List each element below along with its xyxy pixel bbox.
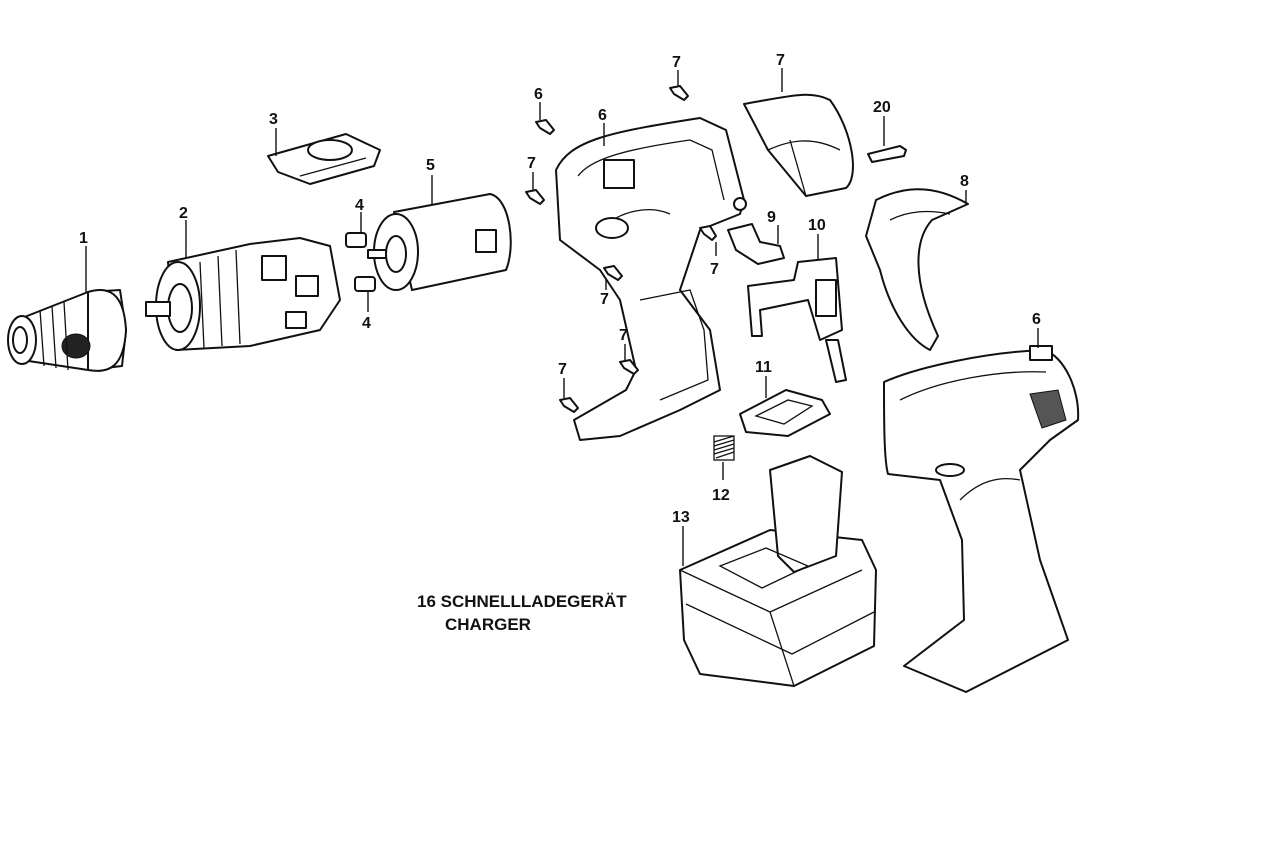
part-rear-insert-drawing xyxy=(865,188,969,351)
callout-7f: 7 xyxy=(619,327,628,344)
charger-label-line1: 16 SCHNELLLADEGERÄT xyxy=(417,592,627,611)
part-screw-7b-drawing xyxy=(669,70,689,101)
callout-1: 1 xyxy=(79,230,88,247)
part-screw-7f-drawing xyxy=(619,344,639,375)
part-screw-7a-drawing xyxy=(535,102,555,135)
callout-3: 3 xyxy=(269,111,278,128)
part-top-cover-drawing xyxy=(743,93,854,197)
callout-4b: 4 xyxy=(362,315,371,332)
callout-12: 11 xyxy=(755,359,772,376)
part-latch-frame-drawing xyxy=(739,389,831,437)
callout-7c: 7 xyxy=(527,155,536,172)
callout-8: 7 xyxy=(776,52,785,69)
part-screw-7g-drawing xyxy=(559,378,579,413)
charger-label-line2: CHARGER xyxy=(445,615,531,634)
part-cover-plate-drawing xyxy=(267,133,381,185)
part-motor-drawing xyxy=(367,193,512,291)
callout-6b-text: 6 xyxy=(1032,311,1041,328)
callout-4a: 4 xyxy=(355,197,364,214)
part-screw-7d-drawing xyxy=(699,225,717,256)
part-direction-switch-drawing xyxy=(727,223,785,265)
part-housing-shell-drawing xyxy=(883,345,1080,693)
part-chuck-drawing xyxy=(7,289,127,372)
callout-2: 2 xyxy=(179,205,188,222)
callout-7d: 7 xyxy=(710,261,719,278)
callout-7b: 7 xyxy=(672,54,681,71)
callout-14: 13 xyxy=(672,509,690,526)
part-screw-7e-drawing xyxy=(603,265,623,290)
callout-10: 9 xyxy=(767,209,776,226)
part-battery-pack-drawing xyxy=(679,455,877,687)
callout-7a: 6 xyxy=(534,86,543,103)
part-housing-half-drawing xyxy=(555,117,747,441)
part-screw-4a-drawing xyxy=(345,232,367,248)
part-trigger-switch-drawing xyxy=(747,257,847,383)
callout-13: 12 xyxy=(712,487,730,504)
callout-6a: 6 xyxy=(598,107,607,124)
callout-11: 10 xyxy=(808,217,826,234)
part-screw-7c-drawing xyxy=(525,172,545,205)
callout-20: 20 xyxy=(873,99,891,116)
part-gearbox-drawing xyxy=(145,237,341,351)
callout-9: 8 xyxy=(960,173,969,190)
callout-5: 5 xyxy=(426,157,435,174)
callout-7e: 7 xyxy=(600,291,609,308)
callout-7g: 7 xyxy=(558,361,567,378)
part-pin-drawing xyxy=(867,145,907,163)
part-screw-4b-drawing xyxy=(354,276,376,292)
part-spring-drawing xyxy=(713,435,735,461)
